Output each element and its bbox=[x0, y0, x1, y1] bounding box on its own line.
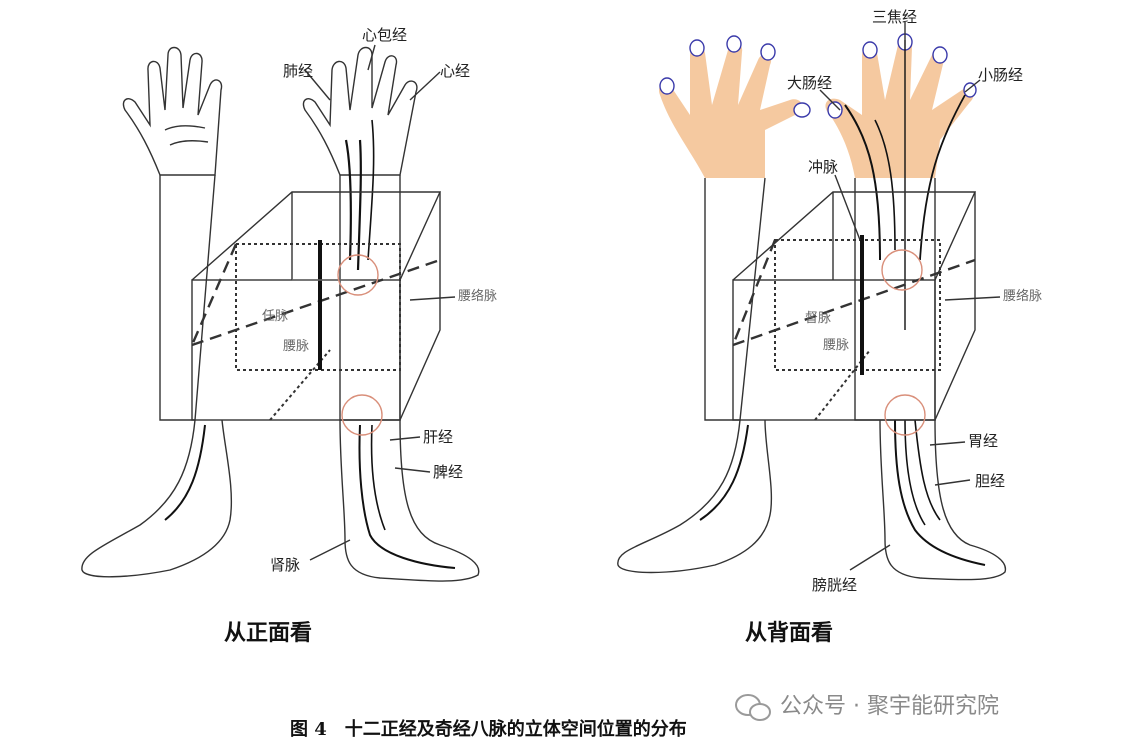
label-fei: 肺经 bbox=[283, 62, 313, 80]
label-wei: 胃经 bbox=[968, 432, 998, 450]
label-gan: 肝经 bbox=[423, 428, 453, 446]
front-left-arm bbox=[122, 46, 223, 421]
label-front-daimai: 腰络脉 bbox=[458, 288, 497, 304]
front-upper-circle bbox=[337, 254, 379, 296]
label-back-renmai: 督脉 bbox=[805, 311, 831, 326]
label-xinbao: 心包经 bbox=[362, 26, 407, 44]
label-dan: 胆经 bbox=[975, 472, 1005, 490]
front-legs bbox=[81, 419, 480, 582]
front-caption: 从正面看 bbox=[224, 620, 312, 646]
front-lower-circle bbox=[341, 394, 383, 436]
label-chongmai: 冲脉 bbox=[808, 158, 838, 176]
back-caption: 从背面看 bbox=[745, 620, 833, 646]
front-box bbox=[190, 191, 442, 421]
label-back-daimai: 腰络脉 bbox=[1003, 288, 1042, 304]
label-xiaochang: 小肠经 bbox=[978, 66, 1023, 84]
back-figure bbox=[617, 22, 1007, 581]
wechat-icon bbox=[735, 694, 771, 721]
label-shen: 肾脉 bbox=[270, 556, 300, 574]
front-figure bbox=[81, 44, 480, 582]
back-right-hand bbox=[825, 33, 977, 178]
label-dachang: 大肠经 bbox=[787, 74, 832, 92]
figure-caption: 图 4 十二正经及奇经八脉的立体空间位置的分布 bbox=[290, 718, 687, 740]
label-sanjiao: 三焦经 bbox=[872, 8, 917, 26]
label-back-dumai: 腰脉 bbox=[823, 338, 849, 353]
watermark-text: 公众号 · 聚宇能研究院 bbox=[780, 694, 999, 719]
label-front-renmai: 任脉 bbox=[262, 309, 288, 324]
label-pi: 脾经 bbox=[433, 463, 463, 481]
label-pangguang: 膀胱经 bbox=[812, 576, 857, 594]
label-front-dumai: 腰脉 bbox=[283, 339, 309, 354]
back-left-arm bbox=[704, 177, 766, 421]
label-xin: 心经 bbox=[440, 62, 470, 80]
back-left-hand bbox=[659, 35, 811, 178]
